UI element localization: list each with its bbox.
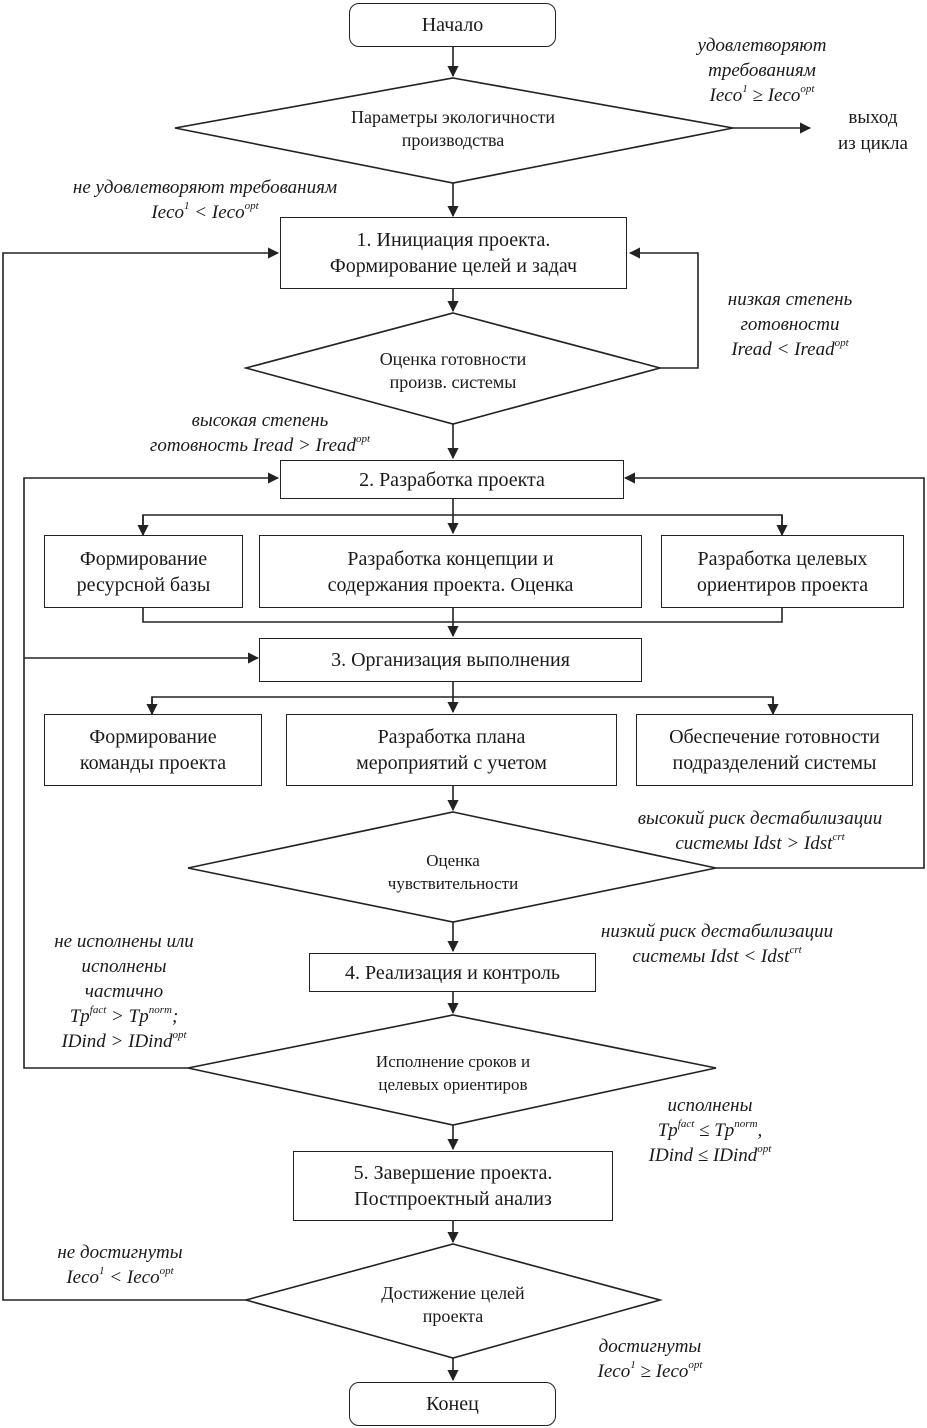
- decision-goals-line1: Достижение целей: [381, 1283, 525, 1303]
- decision-goals-text: Достижение целей проекта: [320, 1282, 586, 1328]
- substep-resource-line2: ресурсной базы: [76, 573, 211, 596]
- label-d4-no: не исполнены или исполнены частично Tpfa…: [34, 929, 214, 1054]
- decision-execution-line1: Исполнение сроков и: [375, 1052, 531, 1071]
- step-2-development: 2. Разработка проекта: [280, 460, 624, 499]
- label-d4-yes: исполнены Tpfact ≤ Tpnorm, IDind ≤ IDind…: [620, 1093, 800, 1168]
- decision-readiness-line2: произв. системы: [389, 372, 517, 392]
- label-d2-low-line2: готовности: [740, 314, 840, 335]
- step-1-initiation: 1. Инициация проекта. Формирование целей…: [280, 217, 627, 289]
- label-d1-no-line1: не удовлетворяют требованиям: [72, 177, 338, 198]
- label-d4-yes-formula-1: Tpfact ≤ Tpnorm,: [657, 1118, 763, 1142]
- decision-ecology-line1: Параметры экологичности: [351, 107, 555, 127]
- substep-target-line1: Разработка целевых: [697, 547, 868, 570]
- substep-plan-line1: Разработка плана: [377, 726, 526, 748]
- substep-resource-base: Формирование ресурсной базы: [44, 535, 243, 608]
- label-d1-yes-line2: требованиям: [708, 60, 816, 81]
- label-d4-no-line2: исполнены: [81, 956, 167, 977]
- step-1-line2: Формирование целей и задач: [329, 255, 578, 277]
- label-d1-yes: удовлетворяют требованиям Ieco1 ≥ Iecoop…: [662, 33, 862, 108]
- substep-concept-line1: Разработка концепции и: [347, 547, 554, 570]
- decision-readiness-line1: Оценка готовности: [379, 349, 527, 369]
- start-label: Начало: [421, 14, 484, 36]
- label-d1-yes-line1: удовлетворяют: [697, 35, 827, 56]
- step-5-line2: Постпроектный анализ: [354, 1188, 552, 1210]
- label-d2-high: высокая степень готовность Iread > Iread…: [110, 408, 410, 458]
- decision-goals-line2: проекта: [422, 1306, 484, 1326]
- substep-target-line2: ориентиров проекта: [696, 573, 869, 596]
- label-d5-no-formula: Ieco1 < Iecoopt: [66, 1265, 174, 1289]
- substep-team-line1: Формирование: [89, 726, 217, 748]
- label-d4-no-formula-2: IDind > IDindopt: [61, 1029, 187, 1053]
- label-d4-no-line3: частично: [84, 981, 164, 1002]
- decision-sensitivity-line2: чувствительности: [387, 874, 519, 893]
- label-d2-high-line1: высокая степень: [191, 410, 329, 431]
- label-d4-no-line1: не исполнены или: [54, 931, 194, 952]
- end-label: Конец: [426, 1393, 479, 1415]
- substep-plan-line2: мероприятий с учетом: [356, 752, 547, 774]
- end-terminal: Конец: [349, 1382, 556, 1426]
- label-d5-yes: достигнуты Ieco1 ≥ Iecoopt: [565, 1334, 735, 1384]
- substep-units-line1: Обеспечение готовности: [669, 726, 880, 748]
- decision-sensitivity-line1: Оценка: [426, 851, 480, 870]
- label-d4-yes-formula-2: IDind ≤ IDindopt: [648, 1143, 772, 1167]
- substep-team-line2: команды проекта: [79, 752, 227, 774]
- decision-sensitivity-text: Оценка чувствительности: [330, 849, 576, 895]
- label-d2-low: низкая степень готовности Iread < Ireado…: [690, 287, 890, 362]
- substep-concept-line2: содержания проекта. Оценка: [327, 573, 574, 596]
- decision-execution-text: Исполнение сроков и целевых ориентиров: [300, 1050, 606, 1096]
- step-1-line1: 1. Инициация проекта.: [356, 229, 551, 251]
- decision-ecology-line2: производства: [401, 130, 505, 150]
- substep-action-plan: Разработка плана мероприятий с учетом: [286, 714, 617, 786]
- label-d5-no: не достигнуты Ieco1 < Iecoopt: [30, 1240, 210, 1290]
- label-d3-high-line1: высокий риск дестабилизации: [637, 808, 883, 829]
- label-d5-yes-formula: Ieco1 ≥ Iecoopt: [597, 1359, 703, 1383]
- step-3-label: 3. Организация выполнения: [331, 649, 570, 671]
- label-d1-no: не удовлетворяют требованиям Ieco1 < Iec…: [30, 175, 380, 225]
- step-5-completion: 5. Завершение проекта. Постпроектный ана…: [293, 1151, 613, 1221]
- substep-units-line2: подразделений системы: [672, 752, 877, 774]
- label-d4-no-formula-1: Tpfact > Tpnorm;: [69, 1004, 179, 1028]
- label-exit-cycle: выход из цикла: [818, 105, 927, 157]
- label-d3-low-line1: низкий риск дестабилизации: [600, 921, 834, 942]
- step-4-label: 4. Реализация и контроль: [344, 961, 561, 984]
- step-4-implementation: 4. Реализация и контроль: [309, 953, 596, 992]
- label-exit-line2: из цикла: [838, 133, 908, 154]
- step-2-label: 2. Разработка проекта: [359, 468, 545, 491]
- decision-execution-line2: целевых ориентиров: [378, 1075, 528, 1094]
- label-d5-yes-line1: достигнуты: [598, 1336, 702, 1357]
- label-d3-high: высокий риск дестабилизации системы Idst…: [610, 806, 910, 856]
- label-d1-yes-formula: Ieco1 ≥ Iecoopt: [709, 83, 815, 107]
- decision-ecology-text: Параметры экологичности производства: [290, 106, 616, 152]
- label-d2-high-line2: готовность Iread > Ireadopt: [149, 433, 371, 457]
- label-d1-no-formula: Ieco1 < Iecoopt: [151, 200, 259, 224]
- label-d3-low: низкий риск дестабилизации системы Idst …: [572, 919, 862, 969]
- label-d3-low-line2: системы Idst < Idstcrt: [632, 944, 802, 968]
- step-5-line1: 5. Завершение проекта.: [353, 1162, 553, 1184]
- substep-target-guidelines: Разработка целевых ориентиров проекта: [661, 535, 904, 608]
- label-d4-yes-line1: исполнены: [667, 1095, 753, 1116]
- substep-team: Формирование команды проекта: [44, 714, 262, 786]
- decision-readiness-text: Оценка готовности произв. системы: [300, 348, 606, 394]
- label-exit-line1: выход: [848, 107, 898, 128]
- label-d5-no-line1: не достигнуты: [57, 1242, 183, 1263]
- label-d3-high-line2: системы Idst > Idstcrt: [675, 831, 845, 855]
- label-d2-low-formula: Iread < Ireadopt: [731, 337, 849, 361]
- label-d2-low-line1: низкая степень: [727, 289, 853, 310]
- substep-resource-line1: Формирование: [79, 547, 208, 570]
- substep-unit-readiness: Обеспечение готовности подразделений сис…: [636, 714, 913, 786]
- substep-concept: Разработка концепции и содержания проект…: [259, 535, 642, 608]
- start-terminal: Начало: [349, 3, 556, 47]
- step-3-organization: 3. Организация выполнения: [259, 638, 642, 682]
